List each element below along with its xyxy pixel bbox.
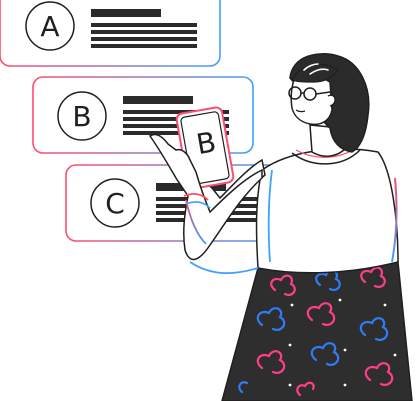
arm-lower-accent xyxy=(189,261,259,275)
option-a-text-lines xyxy=(91,9,197,48)
glasses-icon xyxy=(288,86,331,101)
option-b-badge xyxy=(57,91,107,141)
sleeve-cuff xyxy=(183,193,209,201)
mouth xyxy=(295,109,306,113)
blouse-side-accent xyxy=(391,177,398,263)
ear xyxy=(327,94,336,107)
blouse-front-accent xyxy=(267,169,273,263)
skirt-dots xyxy=(288,298,397,387)
skirt xyxy=(221,261,413,401)
blouse xyxy=(255,148,399,274)
woman-figure: B xyxy=(148,53,413,401)
option-a-letter: A xyxy=(40,10,59,43)
option-b-letter: B xyxy=(72,100,91,133)
blouse-collar xyxy=(291,149,361,165)
option-card-a[interactable]: A xyxy=(0,0,221,67)
hair-highlights xyxy=(303,63,329,75)
option-c-letter: C xyxy=(105,187,125,220)
option-a-badge xyxy=(25,1,75,51)
option-c-badge xyxy=(90,178,140,228)
